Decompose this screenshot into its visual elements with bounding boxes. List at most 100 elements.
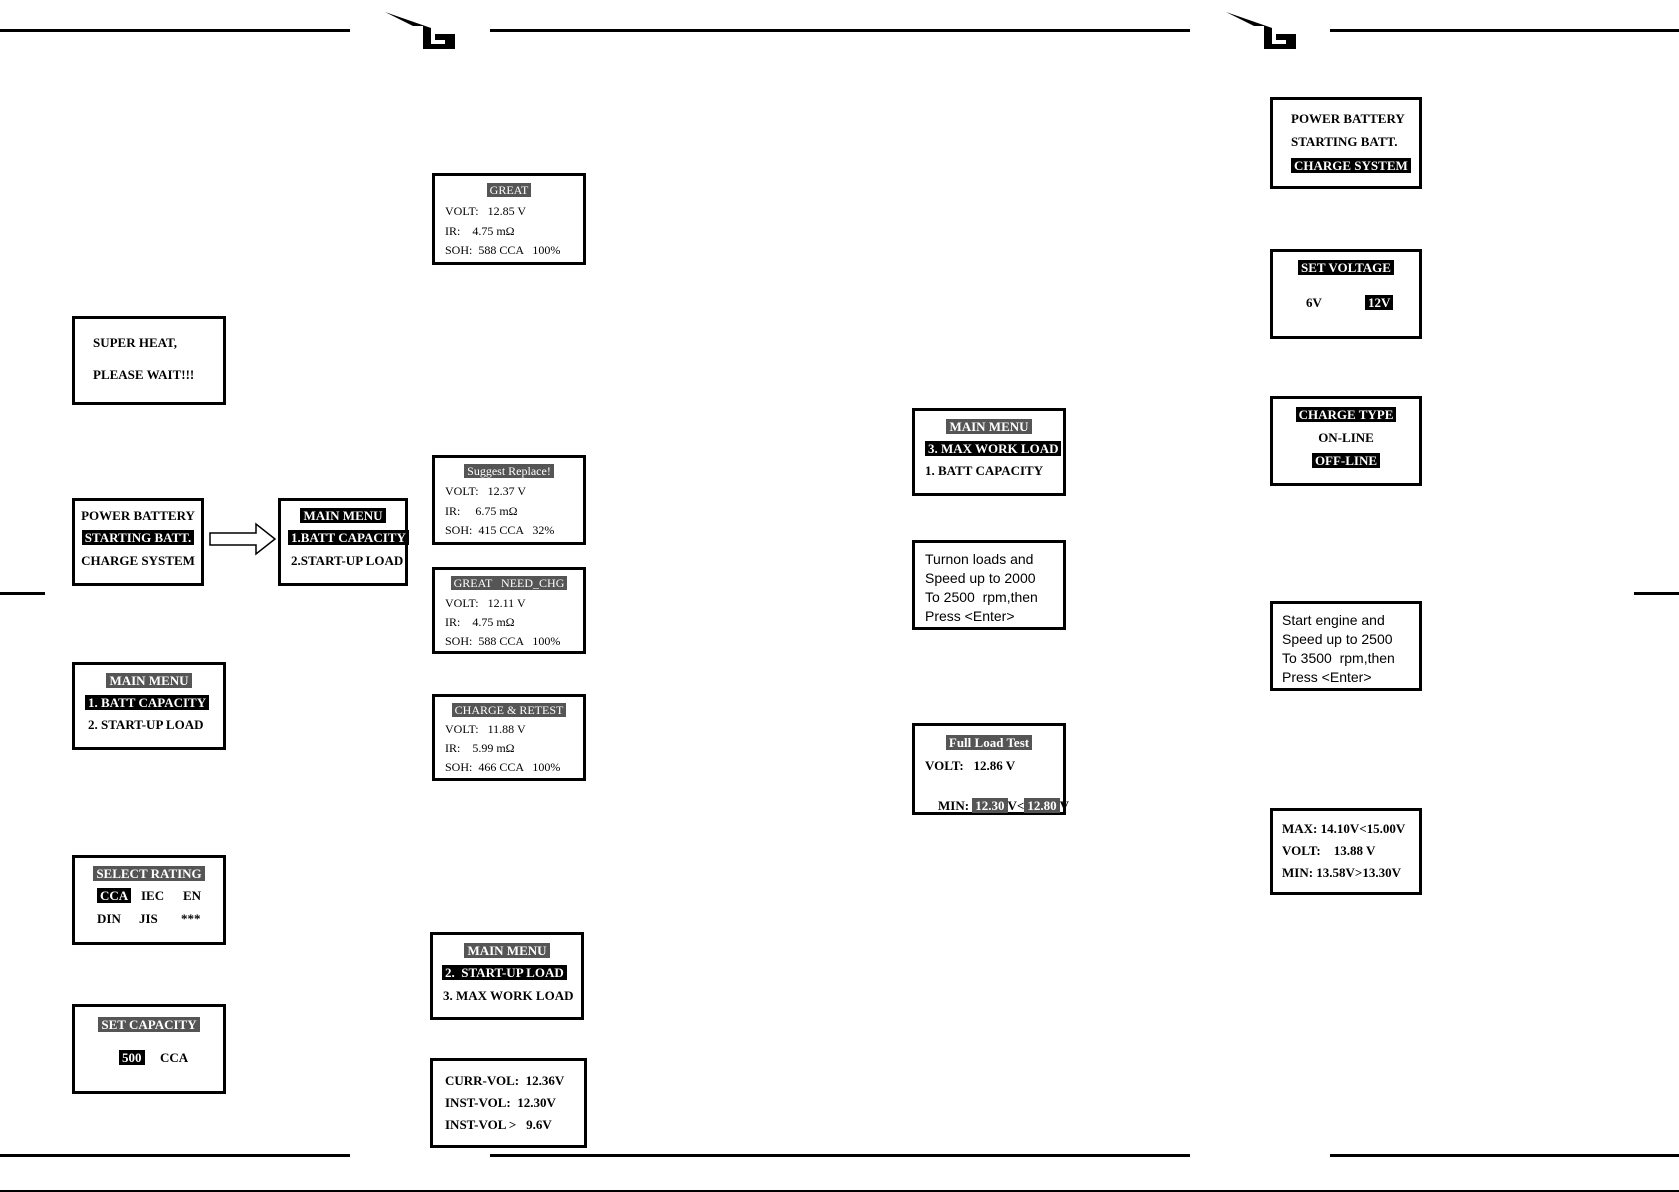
main-menu-screen: MAIN MENU 1.BATT CAPACITY 2.START-UP LOA… [278, 498, 409, 586]
prompt-line: Press <Enter> [925, 608, 1015, 624]
prompt-line: Start engine and [1282, 612, 1385, 628]
menu-item-power-battery[interactable]: POWER BATTERY [81, 508, 195, 523]
rating-option-jis[interactable]: JIS [139, 911, 158, 926]
screen-title: SELECT RATING [75, 866, 223, 882]
main-menu-screen: MAIN MENU 3. MAX WORK LOAD 1. BATT CAPAC… [912, 408, 1066, 496]
charge-volt: VOLT: 13.88 V [1282, 843, 1376, 858]
menu-item-batt-capacity[interactable]: 1. BATT CAPACITY [925, 463, 1044, 478]
prompt-line: Speed up to 2000 [925, 570, 1036, 586]
battery-type-screen: POWER BATTERY STARTING BATT. CHARGE SYST… [1270, 97, 1422, 189]
charge-system-result-screen: MAX: 14.10V<15.00V VOLT: 13.88 V MIN: 13… [1270, 808, 1422, 895]
menu-item-start-up-load[interactable]: 2.START-UP LOAD [291, 553, 404, 568]
result-soh: SOH: 588 CCA 100% [445, 243, 561, 257]
menu-title: MAIN MENU [433, 943, 581, 959]
screen-title: Full Load Test [915, 735, 1063, 751]
capacity-value[interactable]: 500 [119, 1050, 145, 1066]
battery-type-screen: POWER BATTERY STARTING BATT. CHARGE SYST… [72, 498, 204, 586]
select-rating-screen: SELECT RATING CCA IEC EN DIN JIS *** [72, 855, 226, 945]
charge-option-on-line[interactable]: ON-LINE [1318, 430, 1374, 445]
full-load-volt: VOLT: 12.86 V [925, 758, 1016, 773]
top-rule-middle [490, 29, 1190, 32]
charge-max: MAX: 14.10V<15.00V [1282, 821, 1406, 836]
result-status: GREAT [435, 182, 583, 198]
prompt-line: Press <Enter> [1282, 669, 1372, 685]
test-result-screen: GREAT VOLT: 12.85 V IR: 4.75 mΩ SOH: 588… [432, 173, 586, 265]
menu-item-max-work-load[interactable]: 3. MAX WORK LOAD [925, 441, 1062, 457]
turn-on-loads-prompt: Turnon loads and Speed up to 2000 To 250… [912, 540, 1066, 630]
menu-item-starting-batt[interactable]: STARTING BATT. [75, 530, 201, 546]
bottom-rule-middle [490, 1154, 1190, 1157]
screen-line: SUPER HEAT, [93, 335, 178, 350]
menu-item-starting-batt[interactable]: STARTING BATT. [1291, 134, 1398, 149]
menu-item-start-up-load[interactable]: 2. START-UP LOAD [442, 965, 567, 981]
result-ir: IR: 6.75 mΩ [445, 504, 518, 518]
menu-item-charge-system[interactable]: CHARGE SYSTEM [1291, 158, 1411, 174]
instant-voltage: INST-VOL: 12.30V [445, 1095, 556, 1110]
result-status: Suggest Replace! [435, 463, 583, 479]
top-rule-left [0, 29, 350, 32]
result-volt: VOLT: 11.88 V [445, 722, 526, 736]
rating-option-iec[interactable]: IEC [141, 888, 165, 903]
result-soh: SOH: 466 CCA 100% [445, 760, 561, 774]
start-engine-prompt: Start engine and Speed up to 2500 To 350… [1270, 601, 1422, 691]
instant-voltage-limit: INST-VOL > 9.6V [445, 1117, 552, 1132]
result-soh: SOH: 588 CCA 100% [445, 634, 561, 648]
main-menu-screen: MAIN MENU 2. START-UP LOAD 3. MAX WORK L… [430, 932, 584, 1020]
rating-option-din[interactable]: DIN [97, 911, 121, 926]
charge-min: MIN: 13.58V>13.30V [1282, 865, 1401, 880]
result-ir: IR: 5.99 mΩ [445, 741, 515, 755]
test-result-screen: CHARGE & RETEST VOLT: 11.88 V IR: 5.99 m… [432, 694, 586, 781]
charge-option-off-line[interactable]: OFF-LINE [1273, 453, 1419, 469]
set-capacity-screen: SET CAPACITY 500 CCA [72, 1004, 226, 1094]
prompt-line: Speed up to 2500 [1282, 631, 1393, 647]
result-status: GREAT NEED_CHG [435, 575, 583, 591]
side-mark-left [0, 592, 45, 595]
menu-item-start-up-load[interactable]: 2. START-UP LOAD [88, 717, 204, 732]
brand-logo-icon [1226, 12, 1296, 49]
set-voltage-screen: SET VOLTAGE 6V 12V [1270, 249, 1422, 339]
brand-logo-icon [385, 12, 455, 49]
menu-title: MAIN MENU [281, 508, 405, 524]
result-status: CHARGE & RETEST [435, 702, 583, 718]
menu-item-power-battery[interactable]: POWER BATTERY [1291, 111, 1405, 126]
prompt-line: To 3500 rpm,then [1282, 650, 1395, 666]
top-rule-right [1330, 29, 1679, 32]
bottom-rule-left [0, 1154, 350, 1157]
result-volt: VOLT: 12.85 V [445, 204, 527, 218]
super-heat-screen: SUPER HEAT, PLEASE WAIT!!! [72, 316, 226, 405]
charge-type-screen: CHARGE TYPE ON-LINE OFF-LINE [1270, 396, 1422, 486]
menu-item-batt-capacity[interactable]: 1.BATT CAPACITY [288, 530, 409, 546]
main-menu-screen: MAIN MENU 1. BATT CAPACITY 2. START-UP L… [72, 662, 226, 750]
menu-title: MAIN MENU [75, 673, 223, 689]
screen-title: SET CAPACITY [75, 1017, 223, 1033]
menu-item-max-work-load[interactable]: 3. MAX WORK LOAD [443, 988, 574, 1003]
page-bottom-edge [0, 1190, 1679, 1192]
menu-item-batt-capacity[interactable]: 1. BATT CAPACITY [85, 695, 210, 711]
prompt-line: Turnon loads and [925, 551, 1034, 567]
voltage-option-6v[interactable]: 6V [1306, 295, 1322, 310]
screen-title: CHARGE TYPE [1273, 407, 1419, 423]
test-result-screen: GREAT NEED_CHG VOLT: 12.11 V IR: 4.75 mΩ… [432, 567, 586, 654]
rating-option-en[interactable]: EN [183, 888, 202, 903]
result-volt: VOLT: 12.37 V [445, 484, 527, 498]
voltage-option-12v[interactable]: 12V [1365, 295, 1394, 311]
menu-item-charge-system[interactable]: CHARGE SYSTEM [81, 553, 195, 568]
result-volt: VOLT: 12.11 V [445, 596, 526, 610]
rating-option-cca[interactable]: CCA [97, 888, 132, 904]
rating-option-custom[interactable]: *** [181, 911, 201, 926]
arrow-right-icon [209, 522, 277, 556]
screen-line: PLEASE WAIT!!! [93, 367, 195, 382]
capacity-unit: CCA [160, 1050, 189, 1065]
side-mark-right [1634, 592, 1679, 595]
result-ir: IR: 4.75 mΩ [445, 615, 515, 629]
prompt-line: To 2500 rpm,then [925, 589, 1038, 605]
test-result-screen: Suggest Replace! VOLT: 12.37 V IR: 6.75 … [432, 455, 586, 545]
result-soh: SOH: 415 CCA 32% [445, 523, 555, 537]
start-up-result-screen: CURR-VOL: 12.36V INST-VOL: 12.30V INST-V… [430, 1058, 587, 1148]
result-ir: IR: 4.75 mΩ [445, 224, 515, 238]
screen-title: SET VOLTAGE [1273, 260, 1419, 276]
bottom-rule-right [1330, 1154, 1679, 1157]
current-voltage: CURR-VOL: 12.36V [445, 1073, 565, 1088]
